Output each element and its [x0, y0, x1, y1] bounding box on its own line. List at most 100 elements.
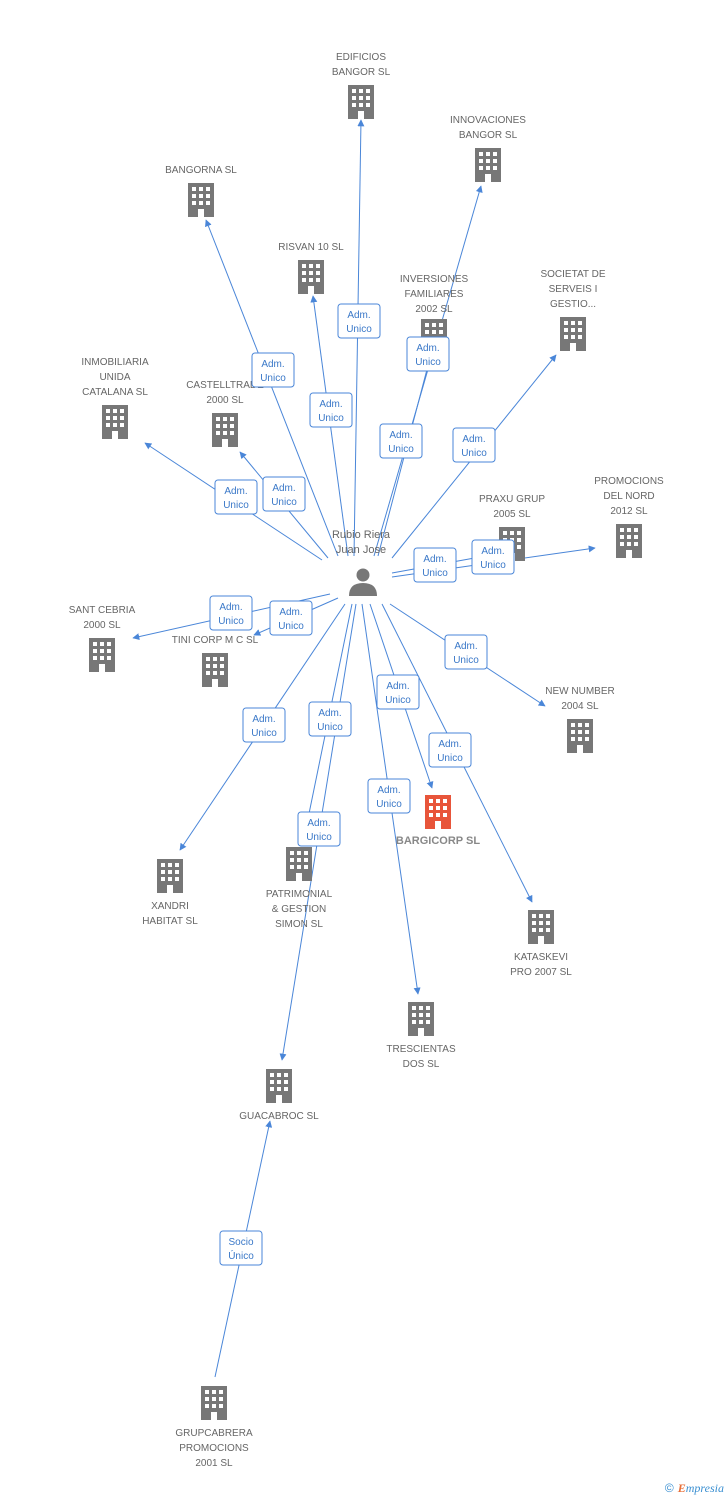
edge-label-box [413, 547, 457, 583]
edge-label-person-santcebria[interactable]: Adm.Unico [209, 595, 253, 631]
edge-label-person-tinicorp[interactable]: Adm.Unico [269, 600, 313, 636]
building-icon [408, 1002, 434, 1036]
building-icon [102, 405, 128, 439]
building-icon [188, 183, 214, 217]
edge-label-person-risvan[interactable]: Adm.Unico [309, 392, 353, 428]
edge-label-text: Unico [376, 799, 402, 810]
edge-label-text: Unico [388, 444, 414, 455]
company-node-castelltrade[interactable]: CASTELLTRADE 2000 SL [186, 380, 264, 447]
person-name-line1: Rubio Riera [332, 529, 391, 541]
edge-label-text: Único [228, 1249, 254, 1262]
edge-label-text: Adm. [481, 546, 504, 557]
company-label: BANGOR SL [332, 67, 391, 78]
edge-label-text: Unico [385, 695, 411, 706]
edge-label-person-societat[interactable]: Adm.Unico [452, 427, 496, 463]
edge-label-text: Adm. [347, 310, 370, 321]
company-label: UNIDA [99, 372, 130, 383]
edge-label-person-xandri[interactable]: Adm. Unico [242, 707, 286, 743]
edge-label-person-newnumber[interactable]: Adm. Unico [444, 634, 488, 670]
edge-label-box [376, 674, 420, 710]
edge-label-text: Adm. [438, 739, 461, 750]
company-label: BANGOR SL [459, 130, 518, 141]
edge-label-text: Adm. [272, 483, 295, 494]
edge-label-box [269, 600, 313, 636]
edge-label-person-kataskevi[interactable]: Adm.Unico [428, 732, 472, 768]
edge-label-text: Unico [251, 728, 277, 739]
edge-label-box [379, 423, 423, 459]
company-node-bargicorp[interactable]: BARGICORP SL [396, 795, 480, 847]
company-node-risvan[interactable]: RISVAN 10 SL [278, 242, 344, 294]
brand-initial: E [677, 1481, 686, 1495]
edge-label-box [297, 811, 341, 847]
building-icon [298, 260, 324, 294]
edge-label-person-inmobiliaria[interactable]: Adm.Unico [214, 479, 258, 515]
company-label: INVERSIONES [400, 274, 469, 285]
edge-label-box [428, 732, 472, 768]
company-label: GUACABROC SL [239, 1111, 319, 1122]
edge-label-text: Adm. [389, 430, 412, 441]
edge-label-box [452, 427, 496, 463]
edge-label-text: Adm. [454, 641, 477, 652]
company-node-tinicorp[interactable]: TINI CORP M C SL [172, 635, 259, 687]
company-label: PATRIMONIAL [266, 889, 333, 900]
company-label: CASTELLTRADE [186, 380, 264, 391]
edge-label-box [262, 476, 306, 512]
edge-label-text: Socio [228, 1237, 253, 1248]
edge-label-text: Adm. [386, 681, 409, 692]
company-label: DEL NORD [603, 491, 654, 502]
company-node-bangorna[interactable]: BANGORNA SL [165, 165, 237, 217]
edge-label-person-patrimonial[interactable]: Adm.Unico [297, 811, 341, 847]
company-label: 2002 SL [415, 304, 453, 315]
edge-label-text: Unico [453, 655, 479, 666]
company-label: DOS SL [403, 1059, 440, 1070]
edge-label-text: Unico [415, 357, 441, 368]
edge-label-person-trescientas[interactable]: Adm.Unico [367, 778, 411, 814]
building-icon [157, 859, 183, 893]
company-label: SANT CEBRIA [69, 605, 136, 616]
edge-label-text: Adm. [423, 554, 446, 565]
company-label: PRAXU GRUP [479, 494, 545, 505]
person-node[interactable]: Rubio Riera Juan Jose [332, 529, 391, 596]
company-label: PROMOCIONS [179, 1443, 249, 1454]
edge-label-person-innovaciones[interactable]: Adm.Unico [406, 336, 450, 372]
company-label: 2000 SL [206, 395, 244, 406]
company-label: CATALANA SL [82, 387, 148, 398]
building-icon [425, 795, 451, 829]
edge-label-person-bargicorp[interactable]: Adm. Unico [376, 674, 420, 710]
company-label: & GESTION [272, 904, 326, 915]
building-icon [89, 638, 115, 672]
company-node-guacabroc[interactable]: GUACABROC SL [239, 1069, 319, 1122]
edge-label-person-promocions[interactable]: Adm.Unico [471, 539, 515, 575]
edge-label-box [309, 392, 353, 428]
edge-label-person-edificios[interactable]: Adm.Unico [337, 303, 381, 339]
person-icon [349, 568, 377, 596]
person-name-line2: Juan Jose [336, 544, 386, 556]
edge-label-person-bangorna[interactable]: Adm.Unico [251, 352, 295, 388]
edge-label-text: Adm. [252, 714, 275, 725]
company-label: 2001 SL [195, 1458, 233, 1469]
edge-label-person-praxu[interactable]: Adm.Unico [413, 547, 457, 583]
edge-label-person-guacabroc[interactable]: Adm.Unico [308, 701, 352, 737]
edge-label-box [242, 707, 286, 743]
edge-label-person-inversiones[interactable]: Adm. Unico [379, 423, 423, 459]
edge-label-person-castelltrade[interactable]: Adm.Unico [262, 476, 306, 512]
edge-label-box [406, 336, 450, 372]
company-label: BARGICORP SL [396, 835, 480, 847]
company-label: 2004 SL [561, 701, 599, 712]
